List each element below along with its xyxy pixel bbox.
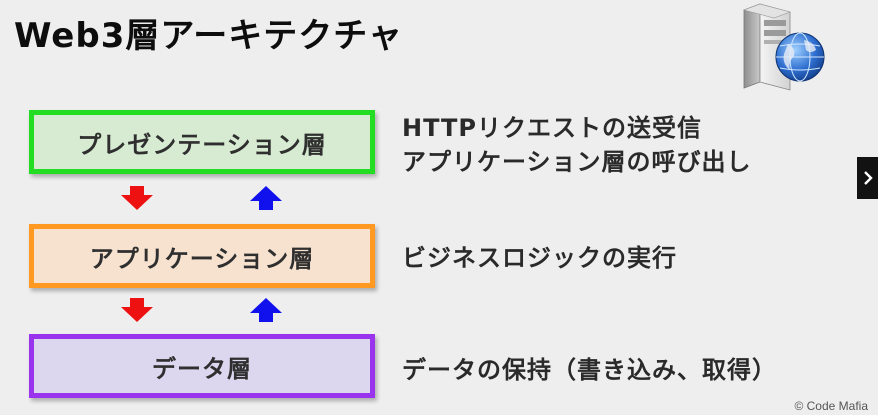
application-layer-label: アプリケーション層: [89, 244, 315, 273]
application-description: ビジネスロジックの実行: [402, 244, 677, 272]
slide-title: Web3層アーキテクチャ: [14, 16, 403, 56]
data-layer-label: データ層: [152, 354, 252, 383]
presentation-layer-label: プレゼンテーション層: [77, 130, 327, 159]
data-description: データの保持（書き込み、取得）: [402, 356, 777, 384]
chevron-right-icon: [863, 171, 873, 185]
application-layer-box: アプリケーション層: [29, 224, 375, 288]
presentation-description-1: HTTPリクエストの送受信: [402, 114, 702, 142]
next-slide-button[interactable]: [857, 157, 878, 199]
watermark: © Code Mafia: [794, 399, 868, 413]
presentation-layer-box: プレゼンテーション層: [29, 110, 375, 174]
server-globe-icon: [738, 2, 830, 92]
presentation-description-2: アプリケーション層の呼び出し: [402, 148, 752, 176]
data-layer-box: データ層: [29, 334, 375, 398]
